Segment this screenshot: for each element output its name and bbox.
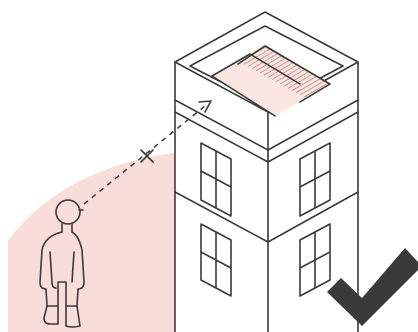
hatch-line (239, 44, 330, 63)
hatch-line (164, 0, 284, 20)
hatch-line (251, 44, 330, 69)
hatch-line (267, 44, 330, 78)
hatch-line (188, 0, 308, 33)
hatch-line (144, 0, 264, 9)
hatch-line (247, 44, 330, 67)
hatch-line (259, 44, 330, 74)
hatch-line (271, 44, 330, 80)
hatch-line (136, 0, 256, 5)
hatch-line (283, 44, 330, 87)
hatch-line (291, 44, 330, 91)
window-left-lower (200, 223, 232, 297)
x-mark-icon (140, 149, 154, 163)
building-icon (132, 0, 418, 332)
hatch-line (352, 54, 418, 124)
hatch-line (192, 0, 312, 36)
dashed-sightline-arrow (83, 100, 212, 205)
hatch-line (263, 44, 330, 76)
rooftop-equipment-icon (132, 0, 418, 126)
window-left-upper (200, 142, 232, 217)
hatch-line (255, 44, 330, 72)
window-right-upper (299, 142, 331, 217)
hatch-line (180, 0, 300, 29)
hatch-line (215, 44, 330, 50)
hatch-line (295, 44, 330, 94)
hatch-line (168, 0, 288, 22)
hatch-line (275, 44, 330, 83)
hatch-line (152, 0, 272, 14)
hatch-line (212, 44, 330, 47)
standing-person-icon (39, 199, 85, 328)
hatch-line (287, 44, 330, 89)
hatch-line (212, 44, 329, 45)
hatch-line (176, 0, 296, 27)
hatch-line (148, 0, 268, 11)
hatch-line (156, 0, 276, 16)
hatch-line (243, 44, 330, 65)
window-right-lower (299, 223, 331, 297)
hatch-line (160, 0, 280, 18)
hatch-line (132, 0, 252, 3)
hatch-line (299, 44, 330, 96)
hatch-line (184, 0, 304, 31)
hatch-line (140, 0, 260, 7)
hatch-line (200, 0, 320, 40)
hatch-line (356, 56, 418, 126)
hatch-line (196, 0, 316, 38)
hatch-line (303, 44, 330, 98)
hatch-line (172, 0, 292, 25)
checkmark-icon (327, 248, 418, 326)
hatch-line (279, 44, 330, 85)
